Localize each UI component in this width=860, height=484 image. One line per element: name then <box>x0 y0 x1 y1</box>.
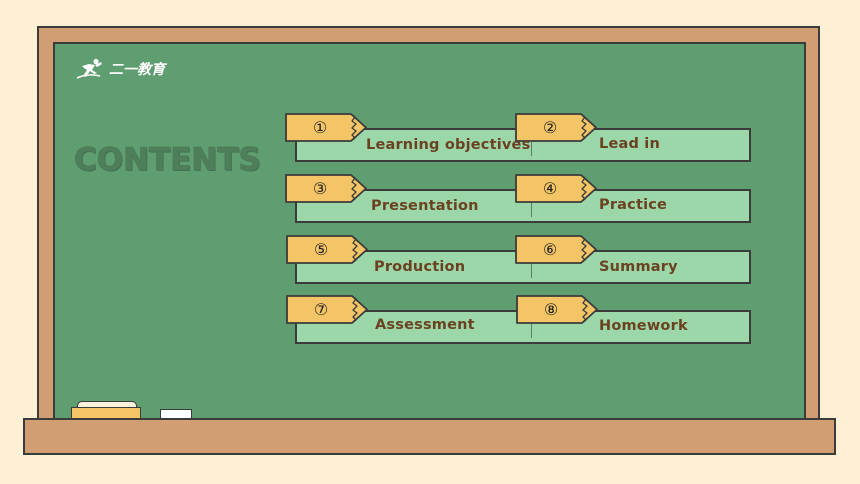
item-number: ⑦ <box>313 300 329 319</box>
row-divider <box>531 203 532 217</box>
item-number: ⑤ <box>313 240 329 259</box>
item-number: ① <box>312 118 328 137</box>
runner-icon <box>76 58 106 80</box>
pencil-tab-1[interactable]: ① <box>285 113 367 142</box>
item-number: ⑧ <box>543 300 559 319</box>
item-label-lead-in[interactable]: Lead in <box>599 136 660 152</box>
item-label-summary[interactable]: Summary <box>599 259 678 275</box>
item-label-production[interactable]: Production <box>374 259 466 275</box>
item-label-practice[interactable]: Practice <box>599 197 668 213</box>
chalk-icon <box>160 409 192 419</box>
row-divider <box>531 264 532 278</box>
pencil-tab-3[interactable]: ③ <box>285 174 367 203</box>
blackboard <box>53 42 806 422</box>
brand-logo: 二一教育 <box>76 58 165 80</box>
pencil-tab-8[interactable]: ⑧ <box>516 295 598 324</box>
pencil-tab-2[interactable]: ② <box>515 113 597 142</box>
item-label-learning-objectives[interactable]: Learning objectives <box>366 137 531 153</box>
row-divider <box>531 324 532 338</box>
eraser-base <box>71 407 141 419</box>
row-divider <box>531 142 532 156</box>
item-label-assessment[interactable]: Assessment <box>375 317 475 333</box>
pencil-tab-7[interactable]: ⑦ <box>286 295 368 324</box>
contents-title: CONTENTS <box>74 142 262 179</box>
pencil-tab-6[interactable]: ⑥ <box>515 235 597 264</box>
item-label-homework[interactable]: Homework <box>599 318 688 334</box>
chalk-ledge <box>23 418 836 455</box>
item-number: ⑥ <box>542 240 558 259</box>
pencil-tab-5[interactable]: ⑤ <box>286 235 368 264</box>
pencil-tab-4[interactable]: ④ <box>515 174 597 203</box>
item-number: ② <box>542 118 558 137</box>
item-number: ④ <box>542 179 558 198</box>
brand-logo-text: 二一教育 <box>109 62 165 78</box>
item-number: ③ <box>312 179 328 198</box>
item-label-presentation[interactable]: Presentation <box>371 198 479 214</box>
